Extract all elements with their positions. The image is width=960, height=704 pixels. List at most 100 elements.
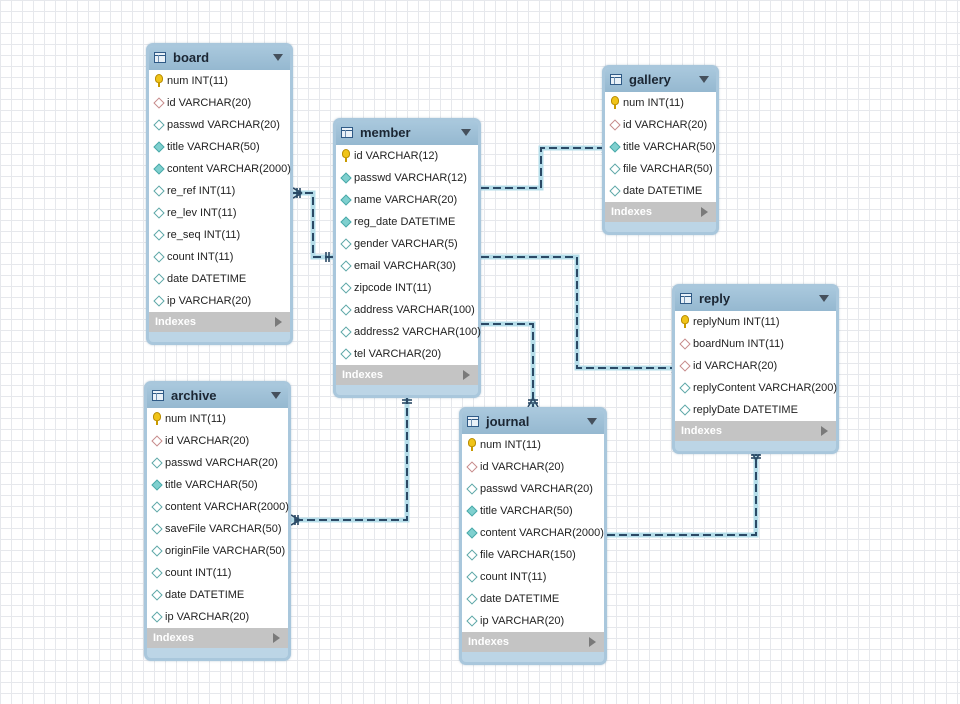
relationship-member-archive[interactable] <box>290 396 412 526</box>
relationship-member-reply[interactable] <box>473 252 682 374</box>
column-row[interactable]: title VARCHAR(50) <box>462 500 604 522</box>
column-icon <box>466 549 478 561</box>
expand-arrow-icon[interactable] <box>275 317 282 327</box>
column-row[interactable]: ip VARCHAR(20) <box>149 290 290 312</box>
column-row[interactable]: address2 VARCHAR(100) <box>336 321 481 343</box>
column-row[interactable]: title VARCHAR(50) <box>147 474 288 496</box>
column-row[interactable]: ip VARCHAR(20) <box>462 610 604 632</box>
expand-arrow-icon[interactable] <box>821 426 828 436</box>
column-row[interactable]: re_lev INT(11) <box>149 202 290 224</box>
column-row[interactable]: passwd VARCHAR(12) <box>336 167 478 189</box>
column-row[interactable]: title VARCHAR(50) <box>605 136 716 158</box>
column-row[interactable]: boardNum INT(11) <box>675 333 836 355</box>
column-row[interactable]: num INT(11) <box>147 408 288 430</box>
collapse-caret-icon[interactable] <box>271 392 281 399</box>
column-row[interactable]: address VARCHAR(100) <box>336 299 478 321</box>
table-header[interactable]: board <box>149 46 290 70</box>
relationship-journal-reply[interactable] <box>599 450 762 540</box>
column-row[interactable]: num INT(11) <box>462 434 604 456</box>
indexes-section[interactable]: Indexes <box>462 632 604 652</box>
column-row[interactable]: passwd VARCHAR(20) <box>462 478 604 500</box>
relationship-member-journal[interactable] <box>473 319 539 408</box>
column-row[interactable]: id VARCHAR(20) <box>605 114 716 136</box>
table-icon <box>341 127 353 138</box>
column-row[interactable]: replyContent VARCHAR(200) <box>675 377 837 399</box>
column-label: re_seq INT(11) <box>167 229 241 241</box>
table-archive[interactable]: archive num INT(11)id VARCHAR(20) passwd V… <box>144 381 291 661</box>
column-icon <box>153 207 165 219</box>
indexes-section[interactable]: Indexes <box>149 312 290 332</box>
expand-arrow-icon[interactable] <box>273 633 280 643</box>
column-label: re_ref INT(11) <box>167 185 236 197</box>
column-row[interactable]: replyDate DATETIME <box>675 399 836 421</box>
column-row[interactable]: originFile VARCHAR(50) <box>147 540 288 562</box>
column-row[interactable]: re_seq INT(11) <box>149 224 290 246</box>
column-row[interactable]: content VARCHAR(2000) <box>147 496 289 518</box>
indexes-section[interactable]: Indexes <box>147 628 288 648</box>
column-row[interactable]: file VARCHAR(150) <box>462 544 604 566</box>
indexes-section[interactable]: Indexes <box>675 421 836 441</box>
column-icon <box>153 273 165 285</box>
table-header[interactable]: reply <box>675 287 836 311</box>
column-row[interactable]: content VARCHAR(2000) <box>149 158 291 180</box>
column-row[interactable]: zipcode INT(11) <box>336 277 478 299</box>
expand-arrow-icon[interactable] <box>463 370 470 380</box>
expand-arrow-icon[interactable] <box>701 207 708 217</box>
column-label: name VARCHAR(20) <box>354 194 458 206</box>
table-footer <box>149 332 290 342</box>
column-row[interactable]: id VARCHAR(20) <box>462 456 604 478</box>
indexes-section[interactable]: Indexes <box>336 365 478 385</box>
collapse-caret-icon[interactable] <box>461 129 471 136</box>
column-row[interactable]: count INT(11) <box>149 246 290 268</box>
column-icon <box>466 483 478 495</box>
collapse-caret-icon[interactable] <box>587 418 597 425</box>
collapse-caret-icon[interactable] <box>699 76 709 83</box>
relationship-member-gallery[interactable] <box>473 142 612 193</box>
column-row[interactable]: num INT(11) <box>605 92 716 114</box>
expand-arrow-icon[interactable] <box>589 637 596 647</box>
column-row[interactable]: passwd VARCHAR(20) <box>149 114 290 136</box>
column-row[interactable]: date DATETIME <box>147 584 288 606</box>
table-title: archive <box>171 388 217 403</box>
column-row[interactable]: count INT(11) <box>462 566 604 588</box>
column-row[interactable]: email VARCHAR(30) <box>336 255 478 277</box>
column-row[interactable]: replyNum INT(11) <box>675 311 836 333</box>
column-row[interactable]: id VARCHAR(12) <box>336 145 478 167</box>
table-header[interactable]: journal <box>462 410 604 434</box>
column-row[interactable]: date DATETIME <box>605 180 716 202</box>
column-row[interactable]: gender VARCHAR(5) <box>336 233 478 255</box>
column-row[interactable]: date DATETIME <box>149 268 290 290</box>
column-row[interactable]: title VARCHAR(50) <box>149 136 290 158</box>
column-label: zipcode INT(11) <box>354 282 432 294</box>
column-row[interactable]: re_ref INT(11) <box>149 180 290 202</box>
table-header[interactable]: gallery <box>605 68 716 92</box>
column-row[interactable]: passwd VARCHAR(20) <box>147 452 288 474</box>
column-label: passwd VARCHAR(20) <box>165 457 278 469</box>
column-row[interactable]: id VARCHAR(20) <box>675 355 836 377</box>
indexes-section[interactable]: Indexes <box>605 202 716 222</box>
collapse-caret-icon[interactable] <box>273 54 283 61</box>
indexes-label: Indexes <box>155 316 196 328</box>
column-row[interactable]: date DATETIME <box>462 588 604 610</box>
primary-key-icon <box>342 149 350 162</box>
table-header[interactable]: member <box>336 121 478 145</box>
column-row[interactable]: saveFile VARCHAR(50) <box>147 518 288 540</box>
column-row[interactable]: ip VARCHAR(20) <box>147 606 288 628</box>
table-header[interactable]: archive <box>147 384 288 408</box>
column-row[interactable]: reg_date DATETIME <box>336 211 478 233</box>
column-row[interactable]: id VARCHAR(20) <box>147 430 288 452</box>
column-row[interactable]: tel VARCHAR(20) <box>336 343 478 365</box>
column-row[interactable]: name VARCHAR(20) <box>336 189 478 211</box>
column-row[interactable]: count INT(11) <box>147 562 288 584</box>
column-row[interactable]: file VARCHAR(50) <box>605 158 716 180</box>
collapse-caret-icon[interactable] <box>819 295 829 302</box>
column-row[interactable]: num INT(11) <box>149 70 290 92</box>
column-row[interactable]: id VARCHAR(20) <box>149 92 290 114</box>
relationship-member-board[interactable] <box>292 187 333 262</box>
column-row[interactable]: content VARCHAR(2000) <box>462 522 604 544</box>
